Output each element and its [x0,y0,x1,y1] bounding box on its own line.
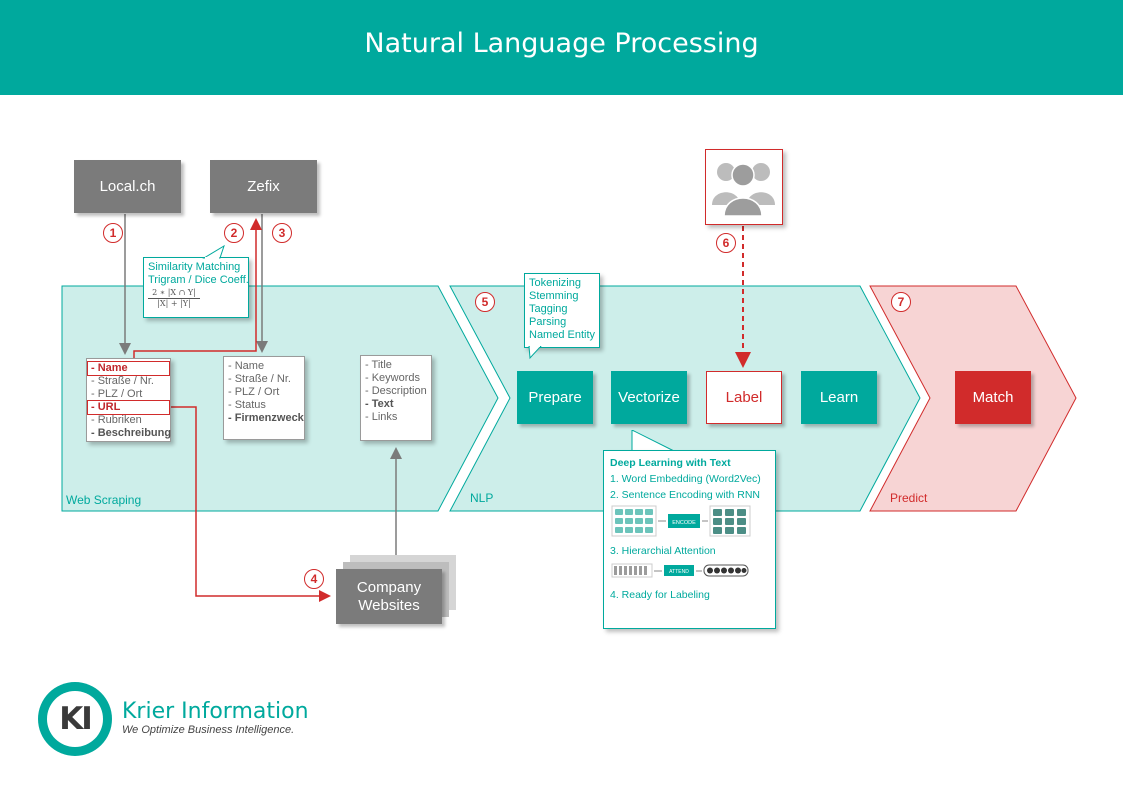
local-field-url: - URL [87,400,170,415]
dice-denominator: |X| + |Y| [157,299,191,308]
deep-learning-item-3: 3. Hierarchial Attention [610,545,716,557]
zefix-field-plz: - PLZ / Ort [228,386,280,398]
brand-tagline: We Optimize Business Intelligence. [122,724,295,736]
company-websites-line-1: Company [356,578,422,596]
local-field-rubriken: - Rubriken [91,414,142,426]
stage-vectorize: Vectorize [611,371,687,424]
stage-learn: Learn [801,371,877,424]
zefix-field-firmenzweck: - Firmenzweck [228,412,304,424]
dice-formula: 2 ∗ |X ∩ Y| |X| + |Y| [148,288,200,309]
deep-learning-item-1: 1. Word Embedding (Word2Vec) [610,473,761,485]
dice-numerator: 2 ∗ |X ∩ Y| [148,288,200,299]
stage-vectorize-label: Vectorize [618,389,680,406]
zefix-field-status: - Status [228,399,266,411]
local-field-plz: - PLZ / Ort [91,388,143,400]
step-badge-5: 5 [475,292,495,312]
web-field-links: - Links [365,411,398,423]
prepare-callout-tail [528,346,542,360]
web-field-text: - Text [365,398,394,410]
step-badge-2: 2 [224,223,244,243]
section-label-predict: Predict [890,491,928,505]
stage-match-label: Match [972,389,1014,406]
stage-label-label: Label [725,389,763,406]
company-websites-line-2: Websites [358,596,420,614]
source-local-ch: Local.ch [74,160,181,213]
stage-learn-label: Learn [819,389,859,406]
encode-illustration: ENCODE [611,505,751,537]
task-stemming: Stemming [529,290,579,302]
similarity-callout-tail [202,244,225,259]
local-fields-box: - Name - Straße / Nr. - PLZ / Ort - URL … [86,358,171,442]
header-banner: Natural Language Processing [0,0,1123,95]
arrow-name-to-zefix [133,218,262,360]
zefix-field-name: - Name [228,360,265,372]
web-field-title: - Title [365,359,392,371]
deep-learning-item-4: 4. Ready for Labeling [610,589,710,601]
stage-prepare: Prepare [517,371,593,424]
brand-name: Krier Information [122,699,309,724]
stage-match: Match [955,371,1031,424]
zefix-field-street: - Straße / Nr. [228,373,291,385]
section-label-web-scraping: Web Scraping [66,493,142,507]
stage-label: Label [706,371,782,424]
user-group-box [705,149,783,225]
deep-learning-callout: Deep Learning with Text 1. Word Embeddin… [603,450,776,629]
user-group-icon [712,163,775,217]
step-badge-6: 6 [716,233,736,253]
attend-tag: ATTEND [669,569,689,575]
step-badge-7: 7 [891,292,911,312]
brand-logo-inner: KI [47,691,103,747]
similarity-callout: Similarity Matching Trigram / Dice Coeff… [143,257,249,318]
arrow-url-to-websites [170,406,331,602]
page-title: Natural Language Processing [364,28,759,59]
task-named-entity: Named Entity [529,329,596,341]
step-badge-1: 1 [103,223,123,243]
zefix-fields-box: - Name - Straße / Nr. - PLZ / Ort - Stat… [223,356,305,440]
prepare-tasks-callout: Tokenizing Stemming Tagging Parsing Name… [524,273,600,348]
task-tagging: Tagging [529,303,568,315]
local-field-beschreibung: - Beschreibung [91,427,172,439]
similarity-line-2: Trigram / Dice Coeff. [148,274,249,286]
company-websites-box: Company Websites [336,569,442,624]
attend-illustration: ATTEND [611,563,749,578]
local-field-street: - Straße / Nr. [91,375,154,387]
brand-logo: KI [38,682,112,756]
source-zefix-label: Zefix [247,178,280,195]
step-badge-4: 4 [304,569,324,589]
task-parsing: Parsing [529,316,567,328]
section-label-nlp: NLP [470,491,494,505]
web-field-keywords: - Keywords [365,372,421,384]
step-badge-3: 3 [272,223,292,243]
web-field-description: - Description [365,385,427,397]
web-fields-box: - Title - Keywords - Description - Text … [360,355,432,441]
source-local-ch-label: Local.ch [99,178,156,195]
deep-learning-title: Deep Learning with Text [610,457,731,469]
stage-prepare-label: Prepare [528,389,582,406]
deep-learning-item-2: 2. Sentence Encoding with RNN [610,489,760,501]
similarity-line-1: Similarity Matching [148,261,241,273]
local-field-name: - Name [87,361,170,376]
source-zefix: Zefix [210,160,317,213]
task-tokenizing: Tokenizing [529,277,581,289]
brand-logo-text: KI [59,701,93,737]
encode-tag: ENCODE [672,520,696,526]
